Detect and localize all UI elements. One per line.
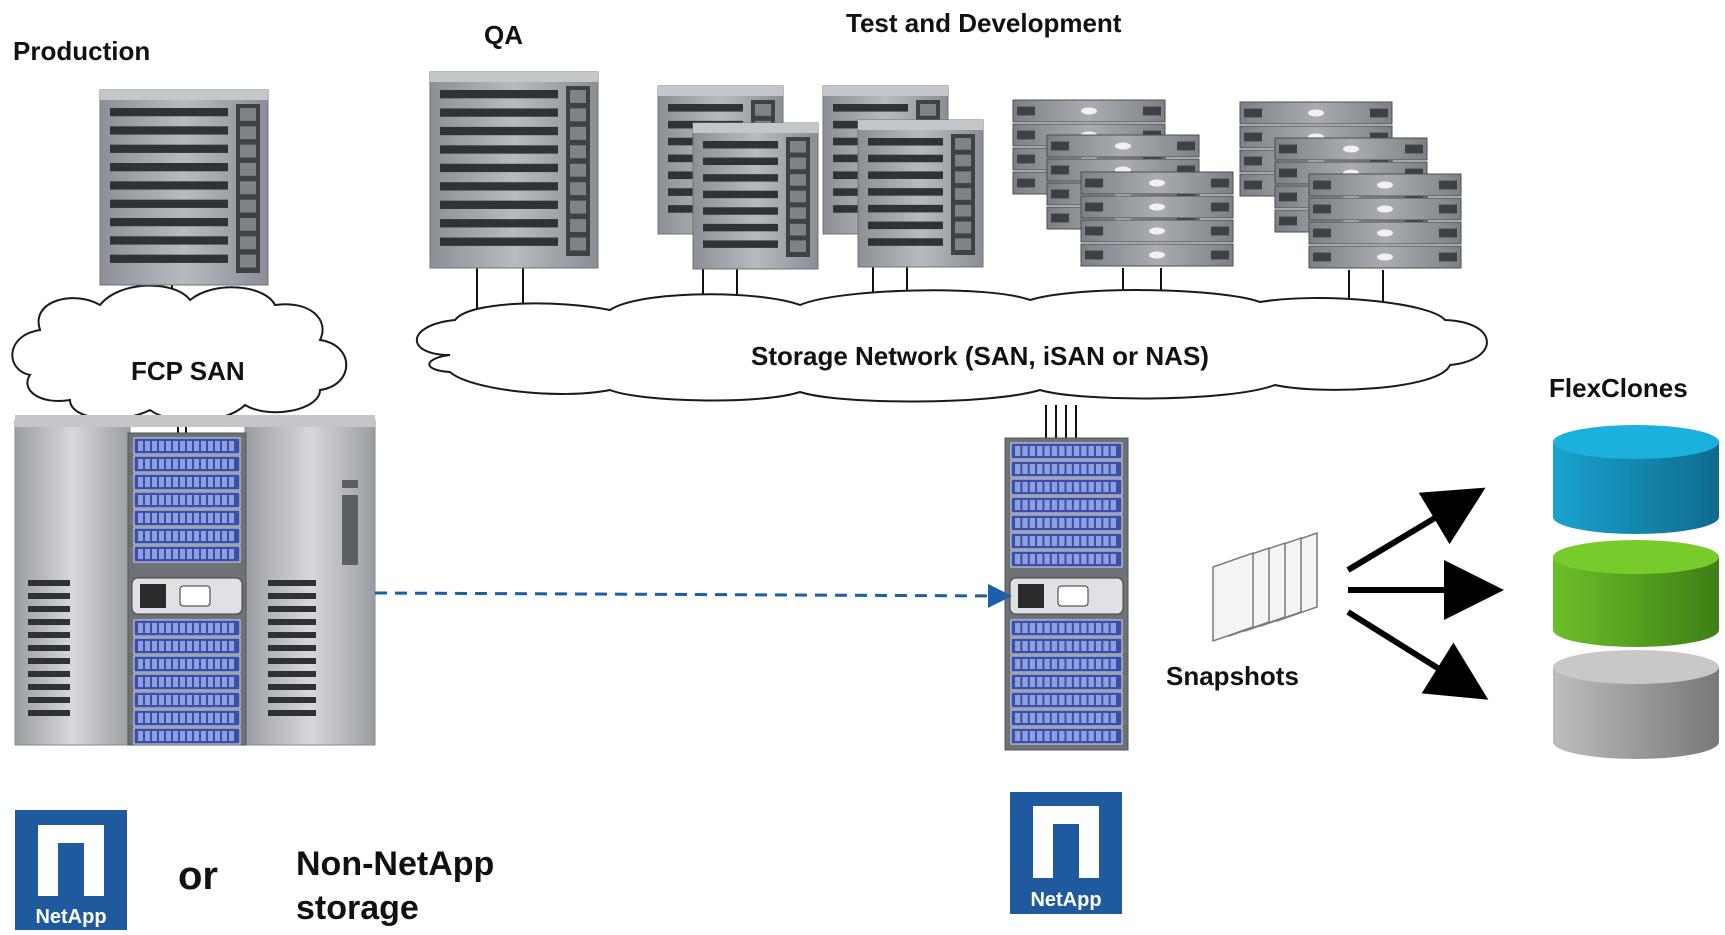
snapshot-stack-icon xyxy=(1212,531,1318,643)
flexclones-label: FlexClones xyxy=(1549,373,1688,403)
netapp-storage-array-icon xyxy=(1004,437,1129,751)
fcp-san-label: FCP SAN xyxy=(131,356,245,386)
network-cables xyxy=(159,267,1384,440)
netapp-logo-right-text: NetApp xyxy=(1030,889,1101,911)
production-server-icon xyxy=(99,89,269,286)
qa-server-icon xyxy=(429,71,599,269)
test-dev-label: Test and Development xyxy=(846,8,1122,38)
netapp-logo-right: NetApp xyxy=(1010,792,1122,914)
flexclone-volume-3-icon xyxy=(1553,650,1719,759)
qa-label: QA xyxy=(484,20,523,50)
storage-network-cloud xyxy=(415,289,1488,403)
non-netapp-label-line1: Non-NetApp xyxy=(296,845,495,883)
flexclone-volume-2-icon xyxy=(1553,540,1719,647)
non-netapp-label-line2: storage xyxy=(296,889,419,927)
snapshots-label: Snapshots xyxy=(1166,661,1299,691)
fcp-san-cloud xyxy=(11,284,348,422)
storage-network-label: Storage Network (SAN, iSAN or NAS) xyxy=(751,341,1209,371)
production-label: Production xyxy=(13,36,151,66)
test-dev-tower-servers-icon xyxy=(657,85,984,270)
replication-arrow xyxy=(374,583,1012,608)
clone-arrow-up xyxy=(1346,487,1486,573)
or-label: or xyxy=(178,854,218,898)
flexclone-volume-1-icon xyxy=(1553,425,1719,534)
netapp-logo-left: NetApp xyxy=(15,810,127,930)
production-storage-array-icon xyxy=(14,415,376,746)
clone-arrows xyxy=(1346,487,1504,700)
test-dev-rack-servers-icon xyxy=(1012,99,1462,269)
clone-arrow-down xyxy=(1346,609,1489,700)
netapp-logo-left-text: NetApp xyxy=(35,906,106,928)
